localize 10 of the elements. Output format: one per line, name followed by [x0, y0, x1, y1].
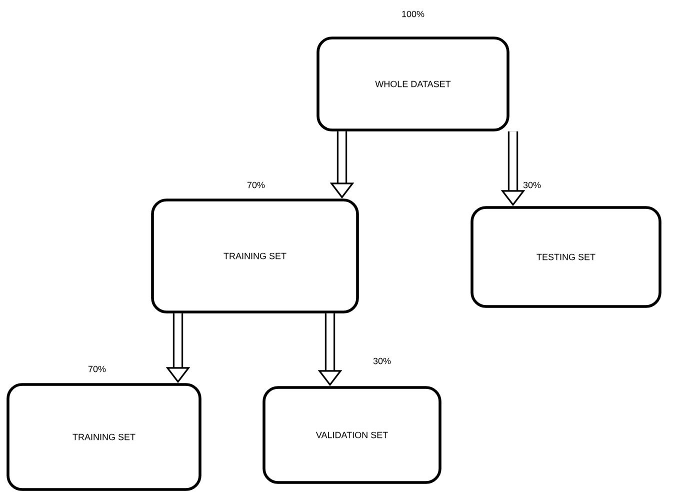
percentage-label: 30%: [373, 358, 391, 364]
percentage-label: 70%: [247, 182, 265, 188]
percentage-label: 100%: [402, 10, 424, 18]
process-box: WHOLE DATASET: [316, 36, 510, 132]
process-box: TESTING SET: [470, 206, 662, 308]
percentage-label: 30%: [523, 182, 541, 188]
process-box: TRAINING SET: [151, 198, 359, 314]
percentage-label: 70%: [88, 366, 106, 372]
process-box: VALIDATION SET: [262, 386, 442, 484]
process-box: TRAINING SET: [6, 383, 202, 491]
